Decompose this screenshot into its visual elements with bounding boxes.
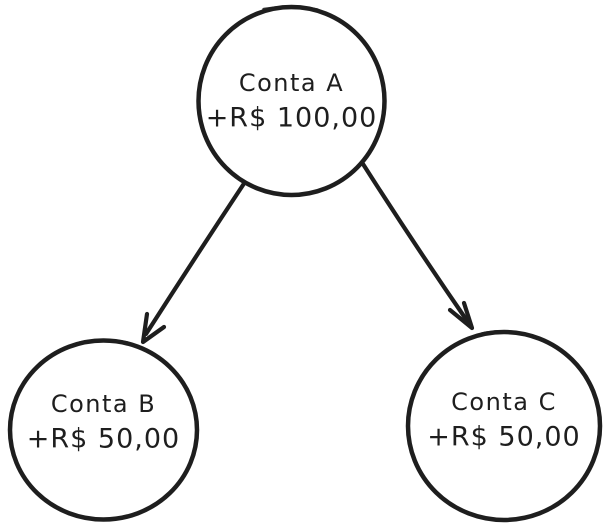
sketch-stroke-overlap xyxy=(78,338,129,345)
node-conta-b: Conta B +R$ 50,00 xyxy=(7,338,200,522)
node-conta-c: Conta C +R$ 50,00 xyxy=(405,329,603,523)
edge-conta-a-to-conta-b xyxy=(140,179,248,345)
sketch-stroke-overlap xyxy=(480,330,530,337)
node-amount: +R$ 50,00 xyxy=(27,424,180,455)
arrow-shaft xyxy=(360,161,473,328)
arrowhead-icon xyxy=(447,300,475,331)
node-conta-a: Conta A +R$ 100,00 xyxy=(196,4,387,198)
node-amount: +R$ 100,00 xyxy=(206,103,378,134)
arrowhead-icon xyxy=(140,311,167,345)
node-amount: +R$ 50,00 xyxy=(427,422,580,453)
edge-conta-a-to-conta-c xyxy=(360,161,475,331)
node-label: Conta A xyxy=(239,69,344,97)
arrow-shaft xyxy=(143,179,248,337)
node-label: Conta B xyxy=(51,390,156,418)
sketch-stroke-overlap xyxy=(262,5,319,12)
node-label: Conta C xyxy=(451,388,557,416)
node-circle xyxy=(196,4,387,198)
